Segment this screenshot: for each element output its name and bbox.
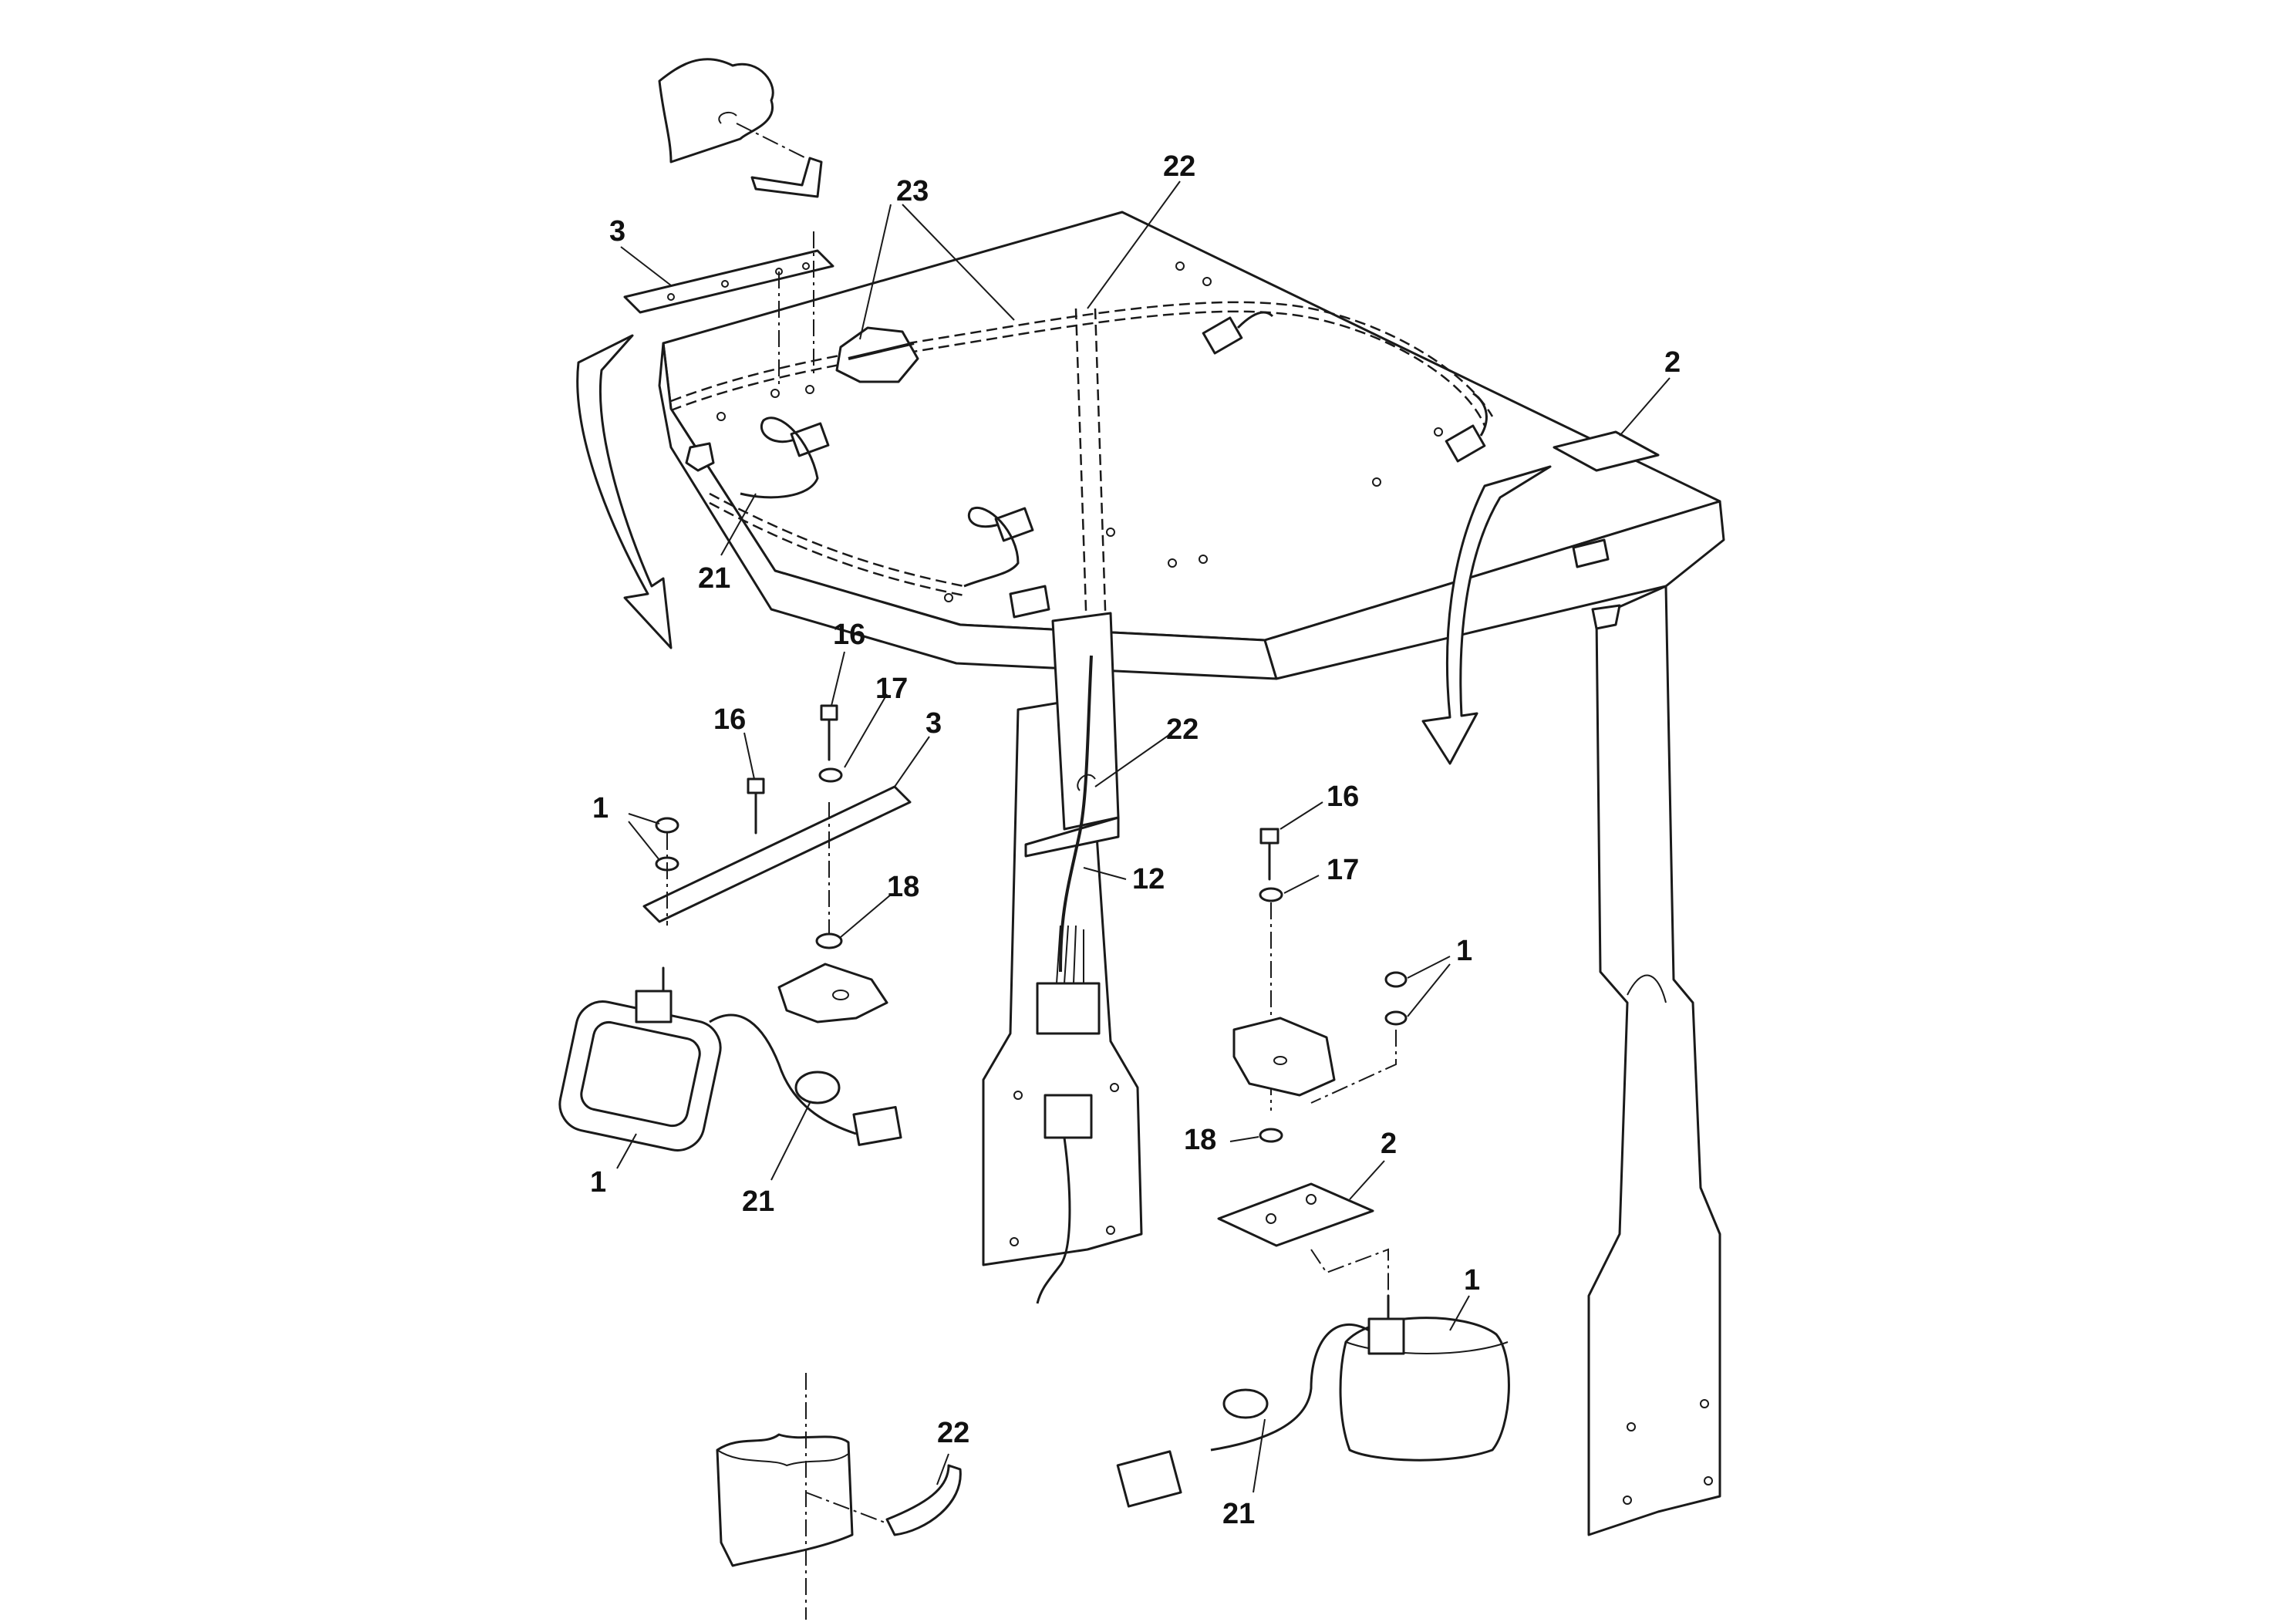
washer-18-right [1259, 1128, 1283, 1143]
harness-12-connector [1036, 774, 1101, 1304]
bracket-fragment-top [658, 58, 774, 164]
bolt-16-b [820, 704, 838, 761]
callout-18-left: 18 [887, 871, 919, 903]
nut-1-right [1384, 971, 1408, 988]
callout-22-mid: 22 [1166, 713, 1199, 746]
pin-23 [750, 157, 823, 198]
plate-2-right [1217, 1182, 1374, 1247]
callout-18-right: 18 [1184, 1124, 1216, 1156]
arrow-left [576, 334, 673, 649]
callout-2-right: 2 [1381, 1128, 1397, 1160]
callout-labels: 23 22 3 2 21 16 17 16 3 1 22 12 18 1 21 … [590, 150, 1681, 1530]
harness-12 [1059, 655, 1093, 973]
callout-1-left-top: 1 [592, 792, 609, 824]
washer-1-right [1384, 1010, 1408, 1026]
callout-22-bottom: 22 [937, 1417, 969, 1449]
plate-3-top [623, 249, 834, 314]
canopy-roof [658, 211, 1725, 680]
right-pillar [1587, 585, 1721, 1536]
callout-1-right-light: 1 [1464, 1264, 1480, 1297]
callout-16-a: 16 [833, 619, 865, 651]
bolt-16-a [747, 777, 765, 835]
arrow-right [1421, 465, 1552, 765]
callout-3-top: 3 [609, 215, 625, 248]
callout-23: 23 [896, 175, 929, 207]
callout-2-top: 2 [1664, 346, 1681, 379]
work-light-left [558, 966, 902, 1152]
callout-22-top: 22 [1163, 150, 1195, 183]
callout-21-left: 21 [742, 1185, 774, 1218]
roof-harness [670, 301, 1494, 656]
callout-3-left: 3 [925, 707, 942, 740]
callout-16-b: 16 [713, 703, 746, 736]
callout-1-right-top: 1 [1456, 935, 1472, 967]
washer-17-right [1259, 887, 1283, 902]
plate-3-left [642, 785, 912, 923]
callout-12: 12 [1132, 863, 1165, 895]
bracket-fragment-bottom [716, 1373, 962, 1620]
washer-17-left [818, 767, 843, 783]
callout-1-left-light: 1 [590, 1166, 606, 1199]
leader-lines [616, 180, 1671, 1493]
work-light-right [1116, 1294, 1510, 1508]
callout-17-left: 17 [875, 673, 908, 705]
callout-17-right: 17 [1327, 854, 1359, 886]
callout-21-roof: 21 [698, 562, 730, 595]
left-pillar [982, 612, 1143, 1266]
callout-21-right: 21 [1222, 1498, 1255, 1530]
washer-18-left [815, 932, 843, 949]
plate-2-on-roof [1553, 430, 1660, 472]
callout-16-right: 16 [1327, 781, 1359, 813]
bolt-16-right [1259, 828, 1279, 881]
nut-1-left-top [655, 817, 679, 834]
roof-connectors [685, 311, 1610, 619]
